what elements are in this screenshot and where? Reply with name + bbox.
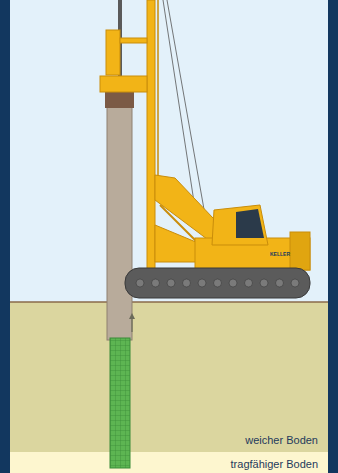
roller (136, 279, 144, 287)
logo-text: KELLER (270, 252, 290, 257)
roller (291, 279, 299, 287)
cab (212, 205, 268, 245)
roller (276, 279, 284, 287)
reinforcement-cage (110, 338, 130, 468)
cab-window (236, 209, 264, 238)
soil-label: tragfähiger Boden (231, 458, 318, 470)
soil-band: tragfähiger Boden (10, 452, 328, 473)
roller (152, 279, 160, 287)
sky (10, 0, 328, 302)
rotary-drive (100, 76, 147, 92)
casing-pipe (107, 95, 132, 340)
bearing-soil (10, 452, 328, 473)
arrow-head (129, 313, 135, 319)
roller (260, 279, 268, 287)
roller (214, 279, 222, 287)
bracket (120, 38, 147, 43)
soil-label: weicher Boden (245, 434, 318, 446)
crawler-track (125, 268, 310, 298)
soft-soil (10, 302, 328, 452)
roller (229, 279, 237, 287)
mast-rail (157, 0, 159, 200)
casing-collar (105, 92, 134, 108)
roller (245, 279, 253, 287)
mast (147, 0, 155, 292)
cylinder (106, 30, 120, 75)
counterweight (290, 232, 310, 270)
ground-line (10, 301, 328, 303)
roller (198, 279, 206, 287)
rollers (136, 279, 299, 287)
arrow (131, 318, 132, 332)
roller (167, 279, 175, 287)
roller (183, 279, 191, 287)
soil-band: weicher Boden (10, 302, 328, 452)
